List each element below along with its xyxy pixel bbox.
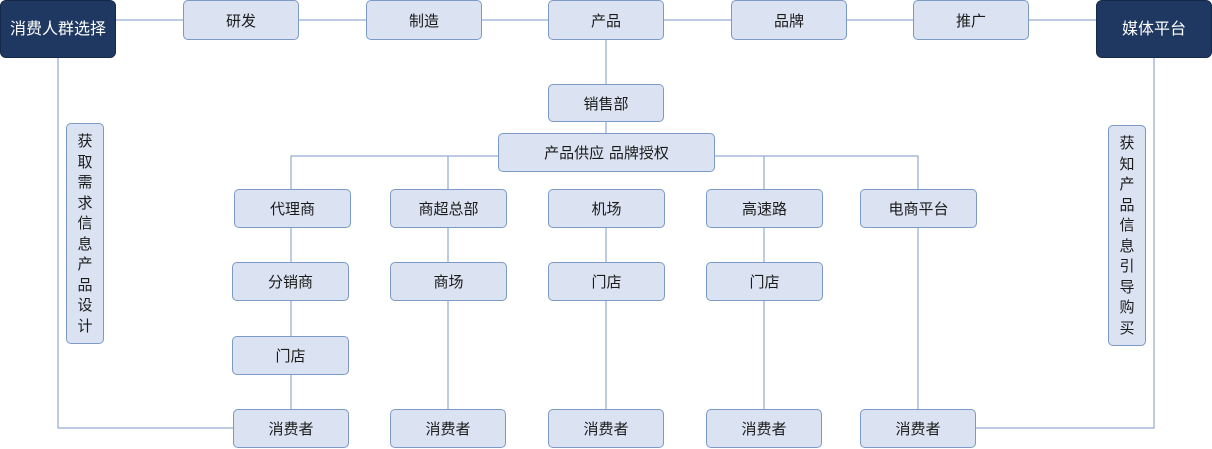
consumer-box-ecommerce: 消费者 [860, 409, 976, 448]
promotion-box: 推广 [913, 0, 1029, 40]
consumer-box-airport: 消费者 [548, 409, 664, 448]
sales-dept-box: 销售部 [548, 84, 664, 122]
consumer-box-supermarket: 消费者 [390, 409, 506, 448]
supermarket-hq-box: 商超总部 [390, 189, 507, 228]
supply-license-box: 产品供应 品牌授权 [498, 133, 715, 172]
highway-box: 高速路 [706, 189, 823, 228]
right-side-note: 获知产品信息引导购买 [1108, 125, 1146, 346]
consumer-box-agent: 消费者 [233, 409, 349, 448]
agent-store-box: 门店 [232, 336, 349, 375]
product-box: 产品 [548, 0, 664, 40]
manufacturing-box: 制造 [366, 0, 482, 40]
line-right-loop [976, 58, 1155, 429]
highway-store-box: 门店 [706, 262, 823, 301]
media-platform-box: 媒体平台 [1096, 0, 1212, 58]
rnd-box: 研发 [183, 0, 299, 40]
mall-box: 商场 [390, 262, 507, 301]
left-side-note: 获取需求信息产品设计 [66, 123, 104, 344]
airport-box: 机场 [548, 189, 665, 228]
airport-store-box: 门店 [548, 262, 665, 301]
agent-box: 代理商 [234, 189, 351, 228]
consumer-box-highway: 消费者 [706, 409, 822, 448]
consumer-selection-box: 消费人群选择 [0, 0, 116, 58]
brand-box: 品牌 [731, 0, 847, 40]
line-left-loop [57, 58, 233, 429]
ecommerce-box: 电商平台 [860, 189, 977, 228]
distributor-box: 分销商 [232, 262, 349, 301]
